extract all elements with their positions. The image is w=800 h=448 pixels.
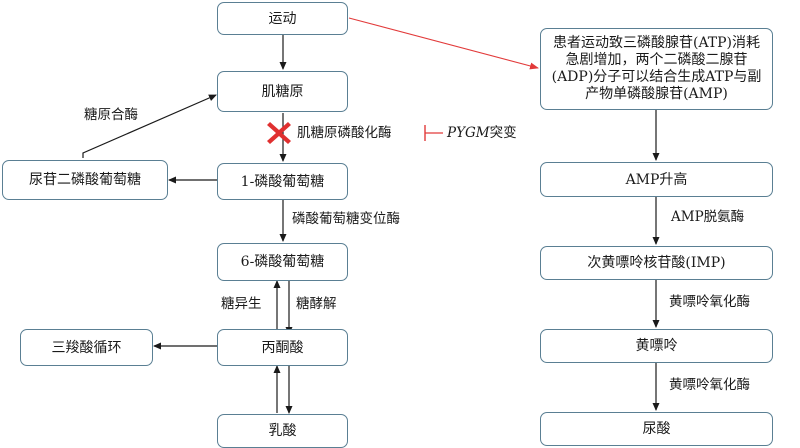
node-muscle-glycogen: 肌糖原 [217,71,348,112]
node-g6p-text: 6-磷酸葡萄糖 [240,254,325,270]
node-pyruvate: 丙酮酸 [217,329,348,366]
node-imp-text: 次黄嘌呤核苷酸(IMP) [587,255,726,271]
node-g1p-text: 1-磷酸葡萄糖 [240,173,325,190]
label-pygm-mutation: PYGM突变 [447,125,517,141]
node-atp-note: 患者运动致三磷酸腺苷(ATP)消耗急剧增加，两个二磷酸二腺苷(ADP)分子可以结… [540,28,773,110]
label-xanthine-oxidase-2: 黄嘌呤氧化酶 [669,377,750,393]
label-pygm: PYGM [447,125,490,141]
red-x-icon [267,122,291,144]
node-amp-rise: AMP升高 [540,162,773,197]
node-hypoxanthine: 黄嘌呤 [540,329,773,363]
node-lactate-text: 乳酸 [268,423,297,439]
label-phosphoglucomutase: 磷酸葡萄糖变位酶 [292,211,400,227]
node-atp-note-text: 患者运动致三磷酸腺苷(ATP)消耗急剧增加，两个二磷酸二腺苷(ADP)分子可以结… [551,35,762,102]
label-glycogen-synthase: 糖原合酶 [84,107,138,123]
node-tca: 三羧酸循环 [20,329,153,366]
node-g6p: 6-磷酸葡萄糖 [217,243,348,281]
node-tca-text: 三羧酸循环 [51,339,122,356]
arrow-udpg-to-glycogen [82,94,217,158]
label-amp-deaminase: AMP脱氨酶 [671,209,745,225]
label-glycolysis: 糖酵解 [296,296,337,312]
node-imp: 次黄嘌呤核苷酸(IMP) [540,246,773,280]
node-udp-glucose: 尿苷二磷酸葡萄糖 [2,160,168,200]
arrow-exercise-to-atp-note [348,17,539,70]
node-exercise-text: 运动 [268,10,297,27]
node-muscle-glycogen-text: 肌糖原 [261,83,304,100]
node-lactate: 乳酸 [217,414,348,448]
node-pyruvate-text: 丙酮酸 [261,339,304,356]
node-udp-glucose-text: 尿苷二磷酸葡萄糖 [29,172,141,188]
node-uric-acid-text: 尿酸 [642,421,671,437]
node-uric-acid: 尿酸 [540,412,773,446]
label-phosphorylase: 肌糖原磷酸化酶 [297,125,392,141]
node-hypoxanthine-text: 黄嘌呤 [635,338,678,354]
node-g1p: 1-磷酸葡萄糖 [217,163,348,200]
label-xanthine-oxidase-1: 黄嘌呤氧化酶 [669,294,750,310]
label-gluconeogenesis: 糖异生 [221,296,262,312]
node-exercise: 运动 [217,2,348,35]
label-mutation: 突变 [489,125,517,141]
node-amp-rise-text: AMP升高 [625,171,688,188]
